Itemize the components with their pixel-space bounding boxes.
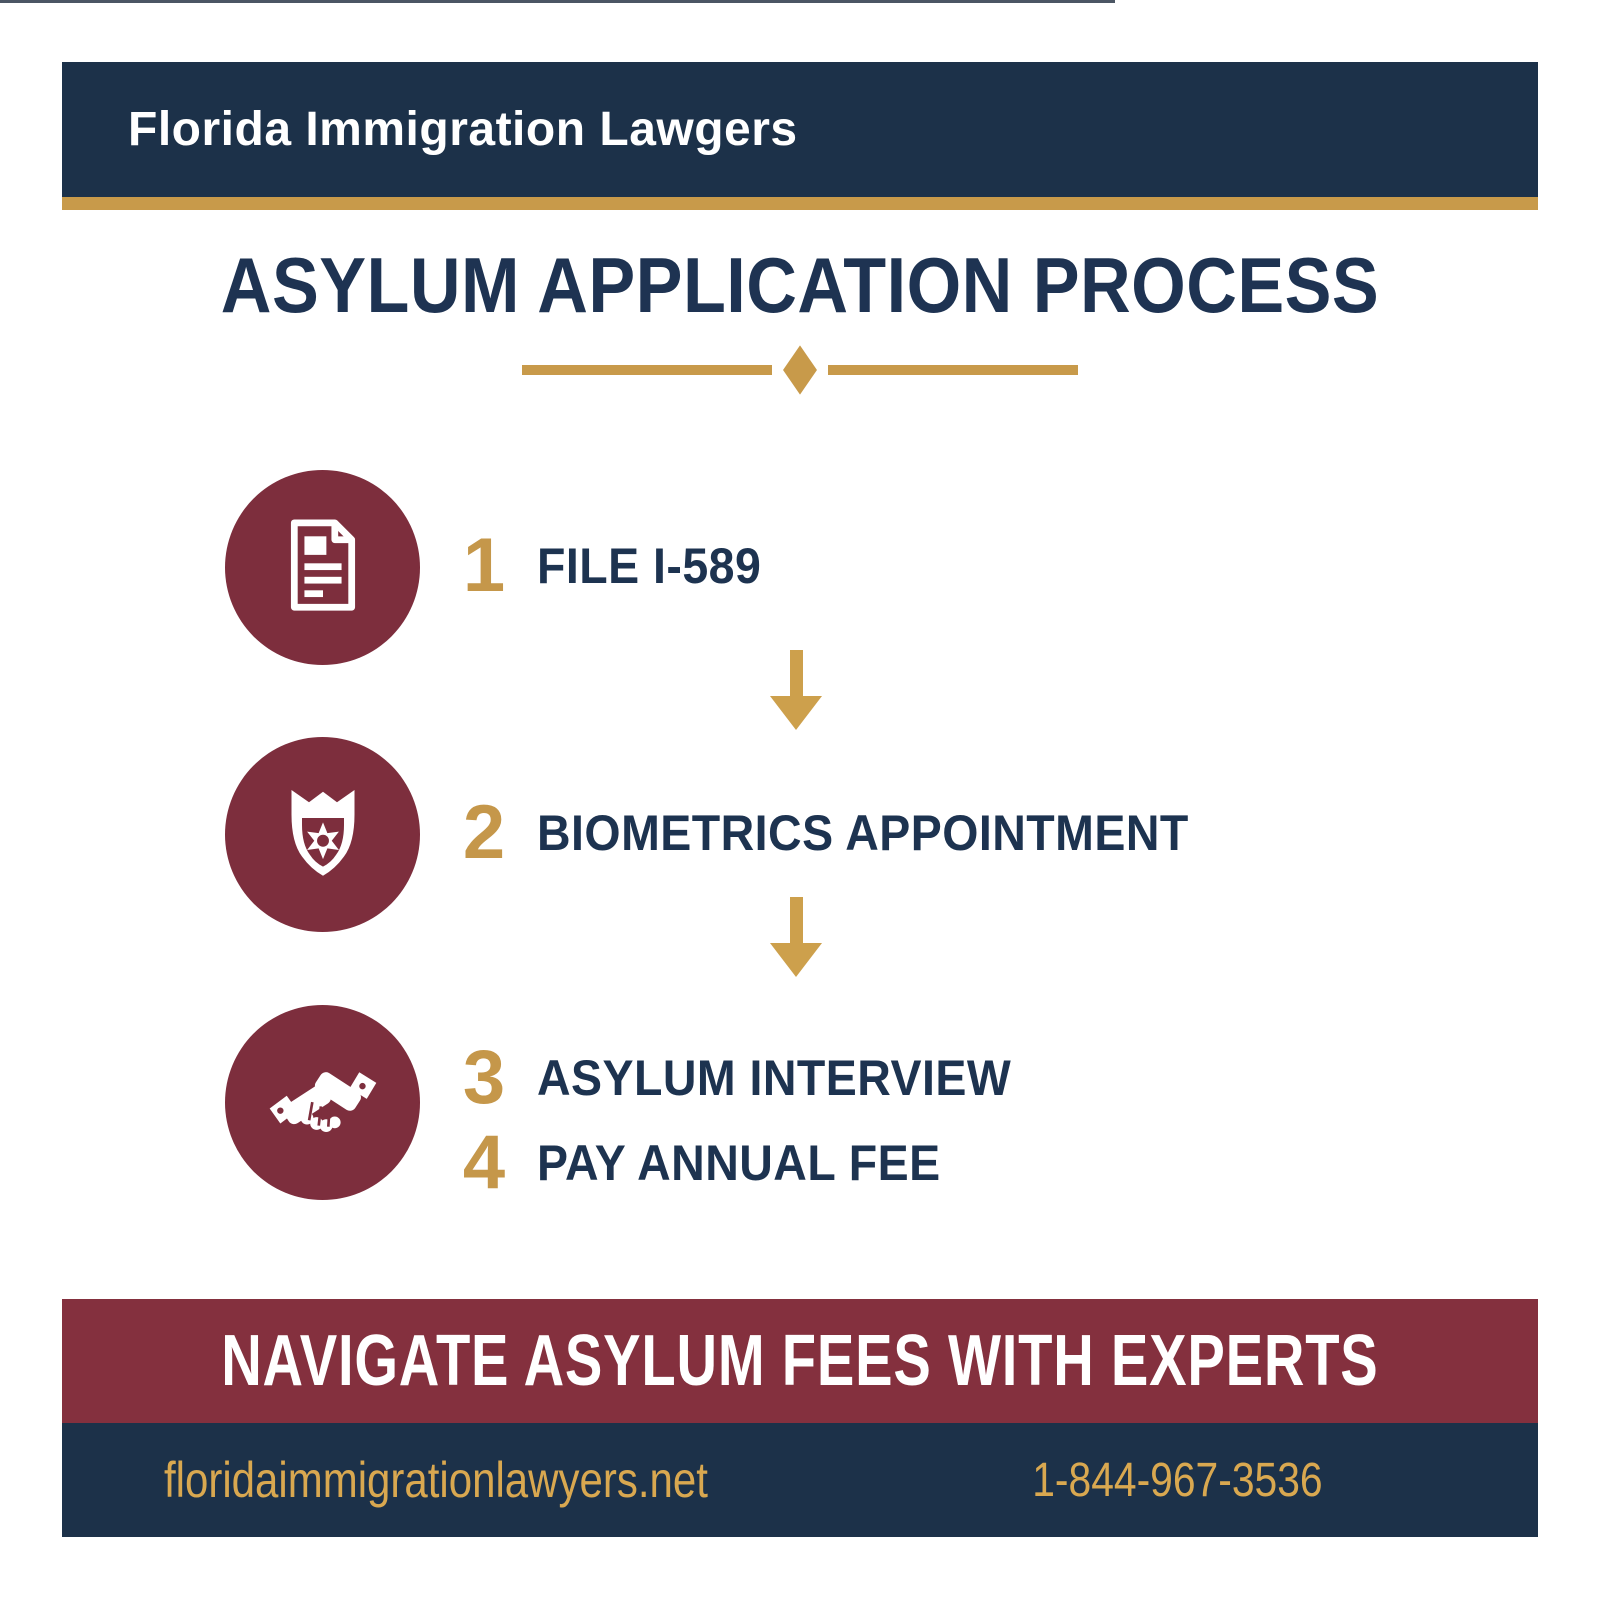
step-label: PAY ANNUAL FEE [537, 1135, 941, 1191]
arrow-head [770, 943, 822, 977]
divider-line [522, 365, 772, 375]
header-bar: Florida Immigration Lawgers [62, 62, 1538, 210]
diamond-icon [783, 345, 817, 395]
title-divider [0, 344, 1600, 396]
step-number: 3 [462, 1035, 506, 1120]
website-text: floridaimmigrationlawyers.net [164, 1452, 708, 1508]
arrow-shaft [789, 650, 803, 696]
document-icon [269, 511, 377, 624]
handshake-icon [259, 1061, 387, 1144]
step-label: BIOMETRICS APPOINTMENT [537, 805, 1189, 861]
down-arrow-icon [770, 897, 822, 977]
down-arrow-icon [770, 650, 822, 730]
phone-text: 1-844-967-3536 [1032, 1453, 1323, 1507]
cta-text: NAVIGATE ASYLUM FEES WITH EXPERTS [221, 1321, 1379, 1401]
footer-bar: floridaimmigrationlawyers.net 1-844-967-… [62, 1423, 1538, 1537]
step-label: ASYLUM INTERVIEW [537, 1050, 1012, 1106]
arrow-head [770, 696, 822, 730]
step2-icon-circle [225, 737, 420, 932]
divider-line [828, 365, 1078, 375]
step-number: 1 [462, 523, 506, 608]
step1-icon-circle [225, 470, 420, 665]
cta-banner: NAVIGATE ASYLUM FEES WITH EXPERTS [62, 1299, 1538, 1423]
step3-icon-circle [225, 1005, 420, 1200]
arrow-shaft [789, 897, 803, 943]
step-label: FILE I-589 [537, 538, 762, 594]
step-number: 2 [462, 790, 506, 875]
brand-title: Florida Immigration Lawgers [128, 103, 798, 156]
top-edge-artifact [0, 0, 1115, 3]
badge-icon [267, 776, 379, 893]
page-title: ASYLUM APPLICATION PROCESS [220, 241, 1380, 329]
step-number: 4 [462, 1120, 506, 1205]
